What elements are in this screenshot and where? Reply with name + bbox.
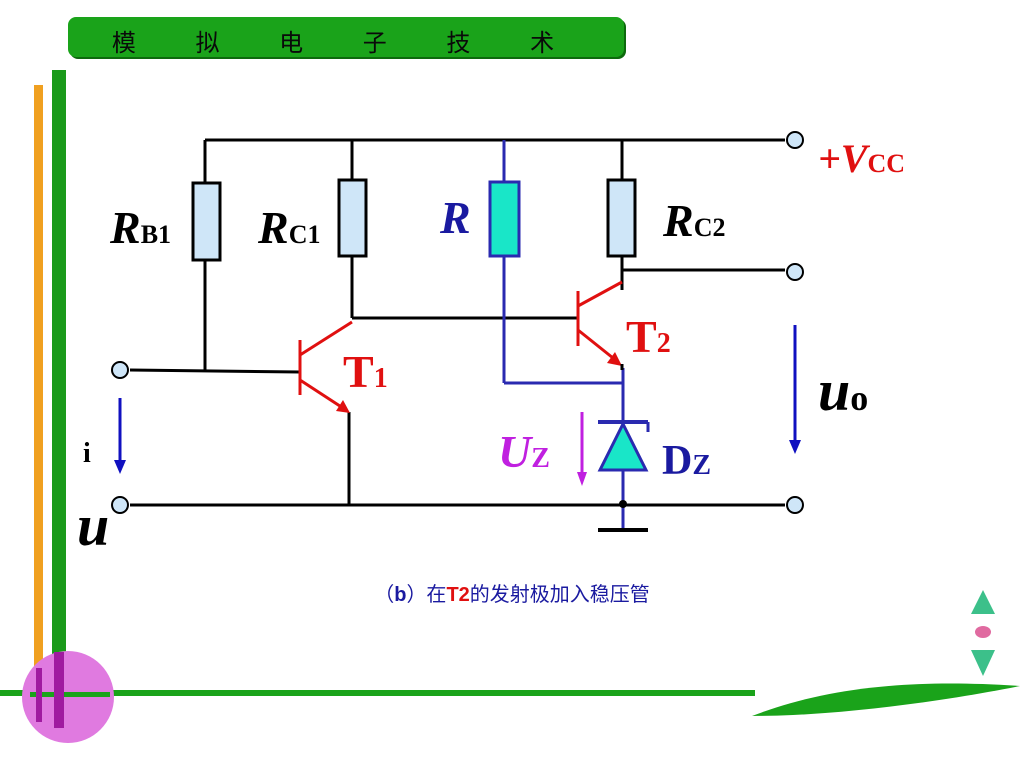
input-top-terminal xyxy=(111,361,129,379)
home-dot-icon[interactable] xyxy=(975,626,991,638)
t2-label: T2 xyxy=(626,311,671,362)
input-bottom-terminal xyxy=(111,496,129,514)
slide-navigation xyxy=(971,590,995,676)
circuit-wires xyxy=(129,138,785,507)
dz-label: DZ xyxy=(662,438,711,484)
transistor-t2 xyxy=(576,280,624,370)
uo-arrow-icon xyxy=(789,325,801,454)
vcc-terminal xyxy=(786,131,804,149)
header-title: 模 拟 电 子 技 术 xyxy=(111,29,581,57)
uz-arrow-icon xyxy=(577,412,587,486)
output-bottom-terminal xyxy=(786,496,804,514)
rc2-label: RC2 xyxy=(662,195,725,246)
uo-label: uo xyxy=(818,358,868,423)
rb1-label: RB1 xyxy=(109,202,171,253)
ground-symbol xyxy=(598,500,648,532)
output-top-terminal xyxy=(786,263,804,281)
uz-label: UZ xyxy=(498,426,550,477)
t1-label: T1 xyxy=(343,346,388,397)
resistor-rc1 xyxy=(337,178,368,258)
caption-rest: 的发射极加入稳压管 xyxy=(469,584,650,606)
ui-main-label: u xyxy=(77,493,109,558)
caption-mid: ）在 xyxy=(406,584,447,606)
ui-sub-label: i xyxy=(83,438,91,469)
resistor-rc2 xyxy=(606,178,637,258)
previous-arrow-icon[interactable] xyxy=(971,590,995,614)
r-label: R xyxy=(439,192,471,243)
terminals xyxy=(111,131,804,514)
bottom-decoration xyxy=(0,683,1020,716)
resistor-r xyxy=(488,180,521,258)
figure-caption: （b）在T2的发射极加入稳压管 xyxy=(0,578,1024,607)
next-arrow-icon[interactable] xyxy=(971,650,995,676)
rc1-label: RC1 xyxy=(257,202,320,253)
caption-b: b xyxy=(394,584,407,606)
left-decoration xyxy=(34,70,66,725)
resistor-rb1 xyxy=(191,181,222,262)
transistor-t1 xyxy=(298,320,353,413)
vcc-label: +VCC xyxy=(818,136,905,181)
zener-diode-dz xyxy=(597,420,650,472)
logo-emblem xyxy=(22,651,114,743)
caption-open: （ xyxy=(374,584,395,606)
header-bar: 模 拟 电 子 技 术 xyxy=(68,17,624,57)
ui-arrow-icon xyxy=(114,398,126,474)
caption-t2: T2 xyxy=(446,584,470,606)
